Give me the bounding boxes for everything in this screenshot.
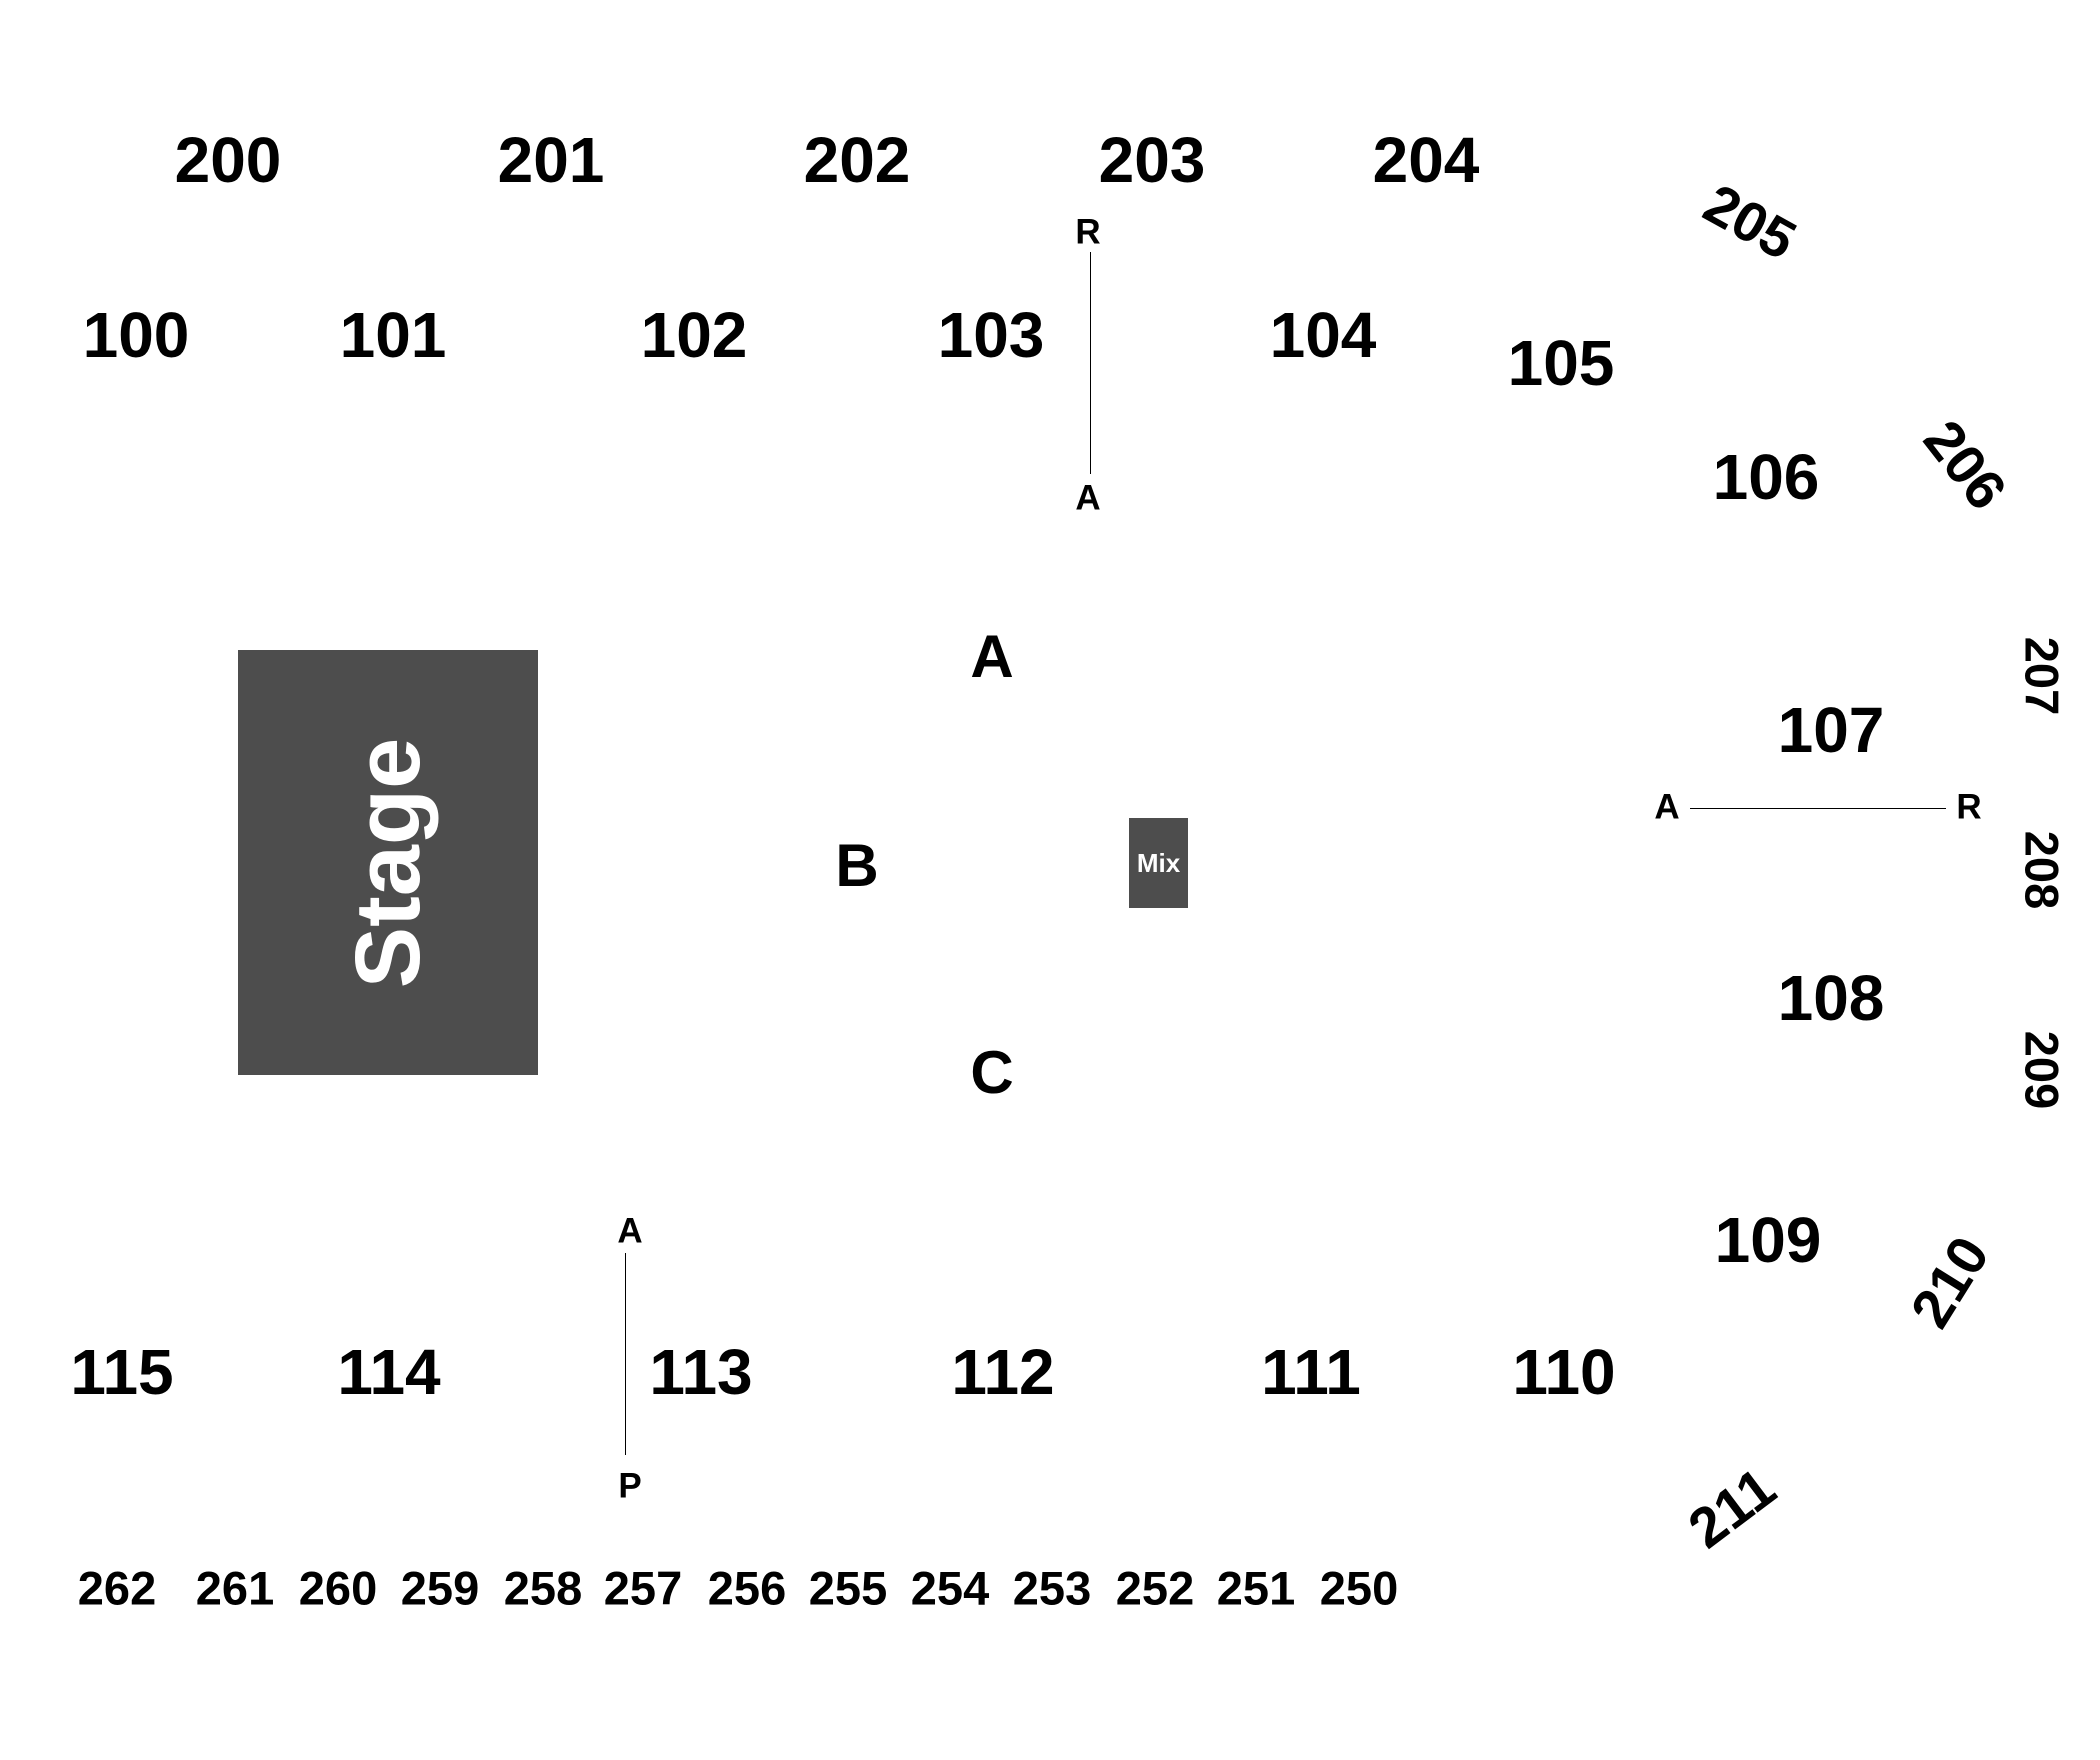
- row-marker-103-start: R: [1075, 212, 1101, 252]
- section-204[interactable]: 204: [1372, 124, 1480, 196]
- section-209[interactable]: 209: [2015, 1030, 2069, 1110]
- row-marker-107-start: A: [1654, 787, 1680, 827]
- stage: Stage: [238, 650, 538, 1075]
- section-261[interactable]: 261: [195, 1561, 275, 1615]
- section-260[interactable]: 260: [298, 1561, 378, 1615]
- section-253[interactable]: 253: [1012, 1561, 1092, 1615]
- section-250[interactable]: 250: [1319, 1561, 1399, 1615]
- section-206[interactable]: 206: [1911, 408, 2019, 521]
- stage-label: Stage: [337, 737, 439, 988]
- mix-label: Mix: [1136, 848, 1181, 878]
- section-102[interactable]: 102: [640, 299, 748, 371]
- section-109[interactable]: 109: [1714, 1204, 1822, 1276]
- section-101[interactable]: 101: [339, 299, 447, 371]
- section-110[interactable]: 110: [1512, 1336, 1616, 1408]
- section-208[interactable]: 208: [2015, 830, 2069, 910]
- section-202[interactable]: 202: [803, 124, 911, 196]
- section-104[interactable]: 104: [1269, 299, 1377, 371]
- section-258[interactable]: 258: [503, 1561, 583, 1615]
- floor-section-b[interactable]: B: [835, 832, 879, 899]
- section-252[interactable]: 252: [1115, 1561, 1195, 1615]
- section-259[interactable]: 259: [400, 1561, 480, 1615]
- row-line-113: [625, 1253, 626, 1455]
- section-254[interactable]: 254: [910, 1561, 990, 1615]
- section-115[interactable]: 115: [70, 1336, 174, 1408]
- floor-section-c[interactable]: C: [970, 1039, 1014, 1106]
- section-200[interactable]: 200: [174, 124, 282, 196]
- section-207[interactable]: 207: [2015, 636, 2069, 716]
- section-257[interactable]: 257: [603, 1561, 683, 1615]
- row-marker-103-end: A: [1075, 478, 1101, 518]
- mix-position: Mix: [1129, 818, 1188, 908]
- section-114[interactable]: 114: [337, 1336, 441, 1408]
- section-105[interactable]: 105: [1507, 327, 1615, 399]
- section-108[interactable]: 108: [1777, 962, 1885, 1034]
- section-106[interactable]: 106: [1712, 441, 1820, 513]
- section-113[interactable]: 113: [649, 1336, 753, 1408]
- section-107[interactable]: 107: [1777, 694, 1885, 766]
- row-marker-107-end: R: [1956, 787, 1982, 827]
- section-255[interactable]: 255: [808, 1561, 888, 1615]
- section-210[interactable]: 210: [1898, 1225, 2002, 1339]
- section-201[interactable]: 201: [497, 124, 605, 196]
- section-251[interactable]: 251: [1216, 1561, 1296, 1615]
- section-262[interactable]: 262: [77, 1561, 157, 1615]
- section-256[interactable]: 256: [707, 1561, 787, 1615]
- floor-section-a[interactable]: A: [970, 623, 1014, 690]
- row-line-103: [1090, 252, 1091, 474]
- row-line-107: [1690, 808, 1946, 809]
- section-100[interactable]: 100: [82, 299, 190, 371]
- row-marker-113-start: A: [617, 1211, 643, 1251]
- row-marker-113-end: P: [618, 1466, 642, 1506]
- section-112[interactable]: 112: [951, 1336, 1055, 1408]
- section-211[interactable]: 211: [1676, 1455, 1787, 1560]
- section-103[interactable]: 103: [937, 299, 1045, 371]
- section-111[interactable]: 111: [1261, 1336, 1361, 1408]
- section-205[interactable]: 205: [1694, 171, 1807, 272]
- section-203[interactable]: 203: [1098, 124, 1206, 196]
